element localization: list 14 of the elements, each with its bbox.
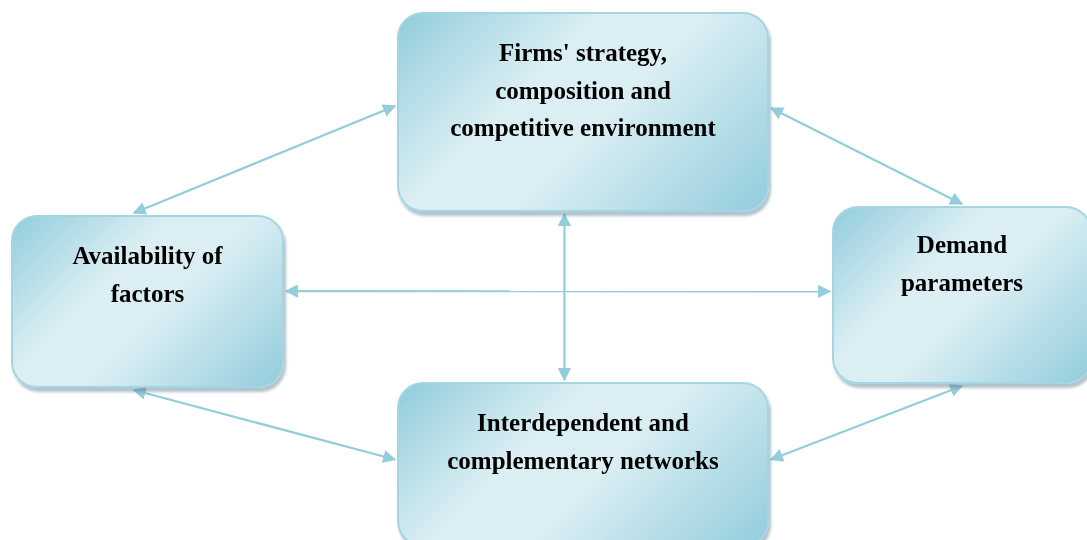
double-arrow — [769, 107, 964, 205]
double-arrow — [769, 384, 964, 462]
double-arrow — [557, 212, 571, 382]
box-label: Demand parameters — [899, 230, 1025, 298]
box-label: Availability of factors — [71, 241, 224, 309]
double-arrow — [132, 104, 397, 215]
double-arrow — [284, 284, 832, 299]
box-label: Firms' strategy, composition and competitive environment — [449, 38, 717, 143]
rounded-box — [11, 215, 284, 388]
box-label: Interdependent and complementary networks — [446, 408, 720, 476]
rounded-box — [397, 382, 769, 540]
rounded-box — [832, 206, 1087, 384]
rounded-box — [397, 12, 769, 212]
double-arrow — [132, 386, 397, 463]
